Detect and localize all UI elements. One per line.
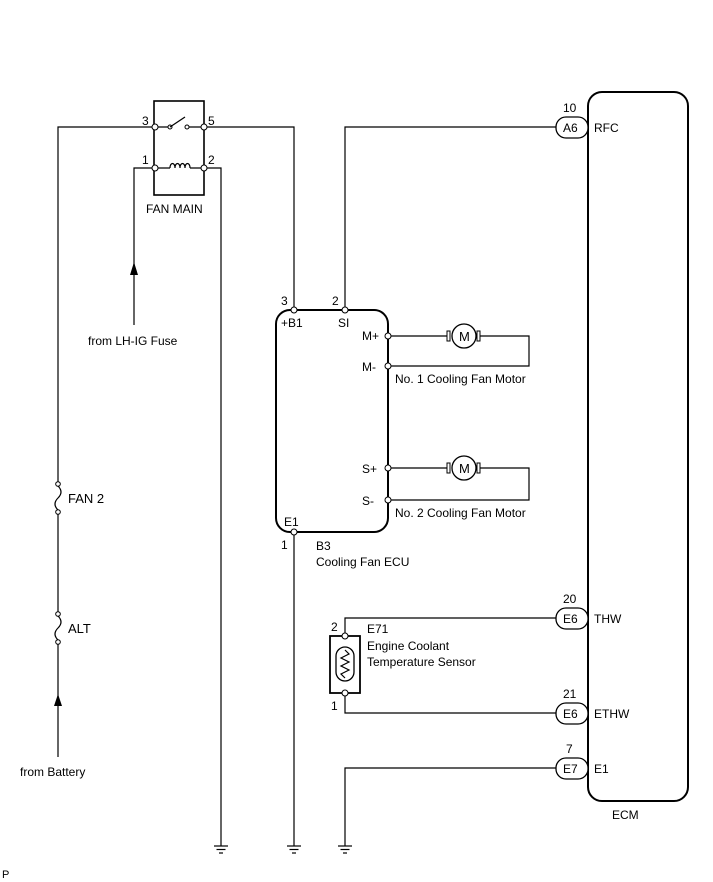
sensor-name-line2: Temperature Sensor [367,655,476,669]
from-battery-label: from Battery [20,765,85,779]
relay-terminal-1 [151,164,159,172]
ecu-terminal-b1 [290,306,298,314]
motor2-symbol: M [459,461,470,476]
ecu-pin-si-num: 2 [332,294,339,308]
relay-terminal-3 [151,123,159,131]
motor2-label: No. 2 Cooling Fan Motor [395,506,526,520]
relay-terminal-2 [200,164,208,172]
motor2-loop-wire [391,467,530,501]
motor2-brush-left [446,462,451,474]
ecu-pin-mplus: M+ [362,329,379,343]
ecm-rfc-connector-label: A6 [563,121,578,135]
motor2-brush-right [476,462,481,474]
sensor-terminal-2 [341,632,349,640]
motor1-symbol: M [459,329,470,344]
relay-pin-5: 5 [208,114,215,128]
ecu-pin-b1-num: 3 [281,294,288,308]
ecm-ethw-connector-label: E6 [563,707,578,721]
motor1-brush-left [446,330,451,342]
motor1-loop-wire [391,335,530,367]
ecu-pin-sminus: S- [362,494,374,508]
ecu-pin-e1-label: E1 [284,515,299,529]
sensor-code: E71 [367,622,389,636]
ground-symbol-2 [287,845,301,854]
corner-mark: P [2,869,9,881]
ecm-label: ECM [612,808,639,822]
ground-symbol-1 [214,845,228,854]
ecu-pin-b1-label: +B1 [281,316,303,330]
cooling-fan-ecu-box [275,309,389,533]
ecm-e1-connector [555,757,589,780]
ecm-thw-connector-label: E6 [563,612,578,626]
sensor-resistor-icon [339,649,351,679]
ecu-name: Cooling Fan ECU [316,555,409,569]
sensor-name-line1: Engine Coolant [367,639,450,653]
motor1-label: No. 1 Cooling Fan Motor [395,372,526,386]
ecm-ethw-label: ETHW [594,707,630,721]
ecu-terminal-sminus [384,496,392,504]
relay-pin-3: 3 [142,114,149,128]
fan2-fuse-terminal-top [55,481,61,487]
relay-switch-contact-right [184,124,190,130]
ecm-rfc-label: RFC [594,121,619,135]
relay-to-b1-wire [207,126,295,309]
ecm-ethw-connector [555,702,589,725]
alt-fuse-label: ALT [68,621,91,636]
ecu-terminal-e1 [290,528,298,536]
relay-pin-2: 2 [208,153,215,167]
relay-terminal-5 [200,123,208,131]
ecm-e1-pin: 7 [566,742,573,756]
from-lh-ig-label: from LH-IG Fuse [88,334,178,348]
alt-fuse-terminal-top [55,611,61,617]
motor1-brush-right [476,330,481,342]
ecu-terminal-mplus [384,332,392,340]
ecu-terminal-splus [384,464,392,472]
sensor-thw-wire [344,617,557,636]
fan2-fuse-label: FAN 2 [68,491,104,506]
ecu-pin-si-label: SI [338,316,349,330]
ecu-terminal-si [341,306,349,314]
motor1-icon [451,323,477,349]
ground-symbol-3 [338,845,352,854]
relay-switch-blade [169,116,186,128]
sensor-pin-2: 2 [331,620,338,634]
lh-ig-arrow [130,262,138,275]
ecm-rfc-pin: 10 [563,101,577,115]
ecm-thw-label: THW [594,612,622,626]
sensor-ethw-wire [344,693,557,714]
ecm-rfc-connector [555,116,589,139]
relay-ground-wire [207,167,222,846]
fan-main-relay-box [153,100,205,196]
battery-arrow [54,694,62,706]
ecm-e1-connector-label: E7 [563,762,578,776]
ecm-ethw-pin: 21 [563,687,577,701]
ecu-pin-e1-num: 1 [281,538,288,552]
battery-wire [57,126,155,757]
sensor-pin-1: 1 [331,699,338,713]
ecm-e1-label: E1 [594,762,609,776]
fan-main-label: FAN MAIN [146,202,203,216]
si-to-rfc-wire [344,126,557,307]
sensor-terminal-1 [341,689,349,697]
ecu-code: B3 [316,539,331,553]
lh-ig-wire [133,167,152,325]
ecu-pin-splus: S+ [362,462,377,476]
fan2-fuse-terminal-bottom [55,509,61,515]
relay-coil-icon [169,162,191,169]
fan2-fuse-icon [54,485,62,511]
ecm-box [587,91,689,802]
relay-pin-1: 1 [142,153,149,167]
ecu-pin-mminus: M- [362,360,376,374]
ecm-e1-ground-wire [344,767,557,846]
ecm-thw-connector [555,607,589,630]
motor2-icon [451,455,477,481]
alt-fuse-icon [54,615,62,641]
alt-fuse-terminal-bottom [55,639,61,645]
ecu-terminal-mminus [384,362,392,370]
ecm-thw-pin: 20 [563,592,577,606]
